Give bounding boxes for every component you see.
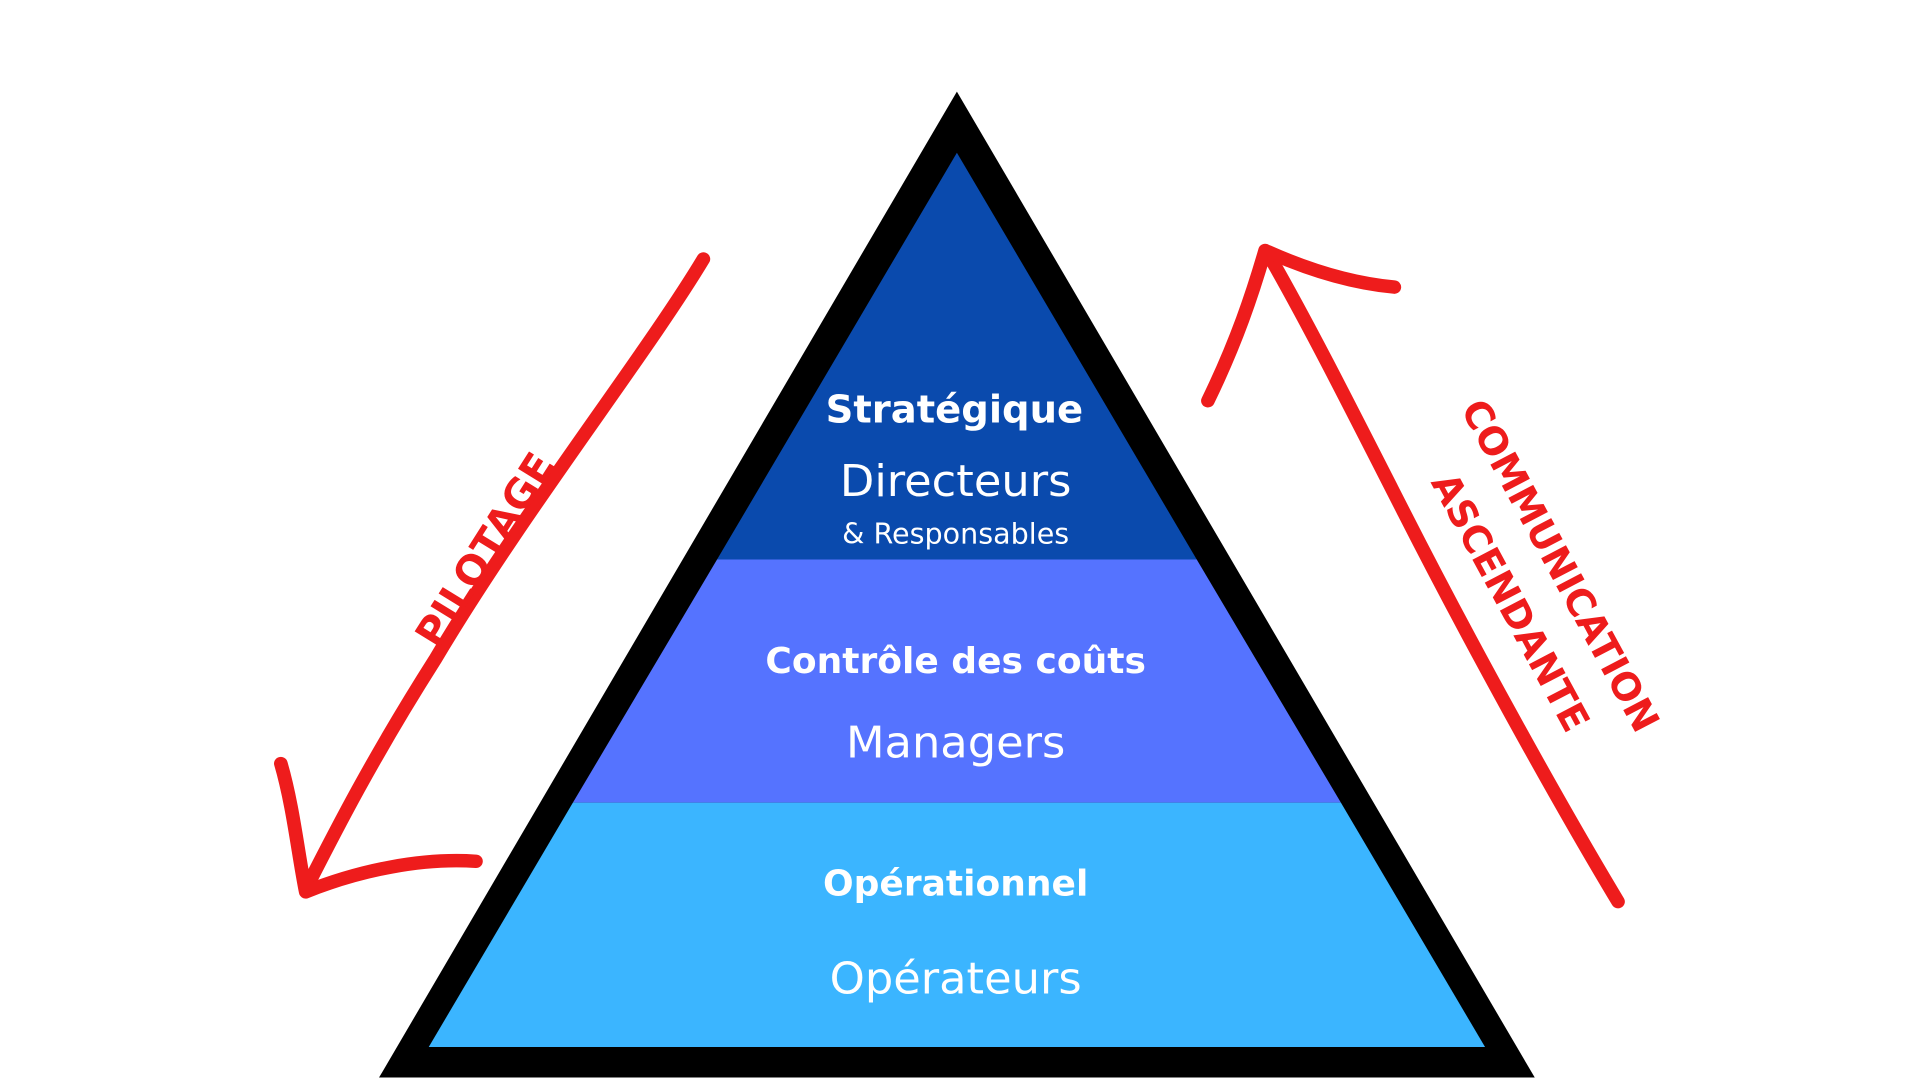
level-role: Directeurs [840, 456, 1072, 507]
level-title: Opérationnel [823, 864, 1088, 905]
level-role-extra: & Responsables [842, 518, 1069, 551]
up-arrow-icon [1201, 243, 1625, 909]
level-title: Stratégique [826, 389, 1084, 433]
level-cost-control-band [572, 559, 1341, 803]
level-title: Contrôle des coûts [765, 641, 1145, 682]
level-role: Managers [846, 718, 1065, 769]
down-arrow-icon [274, 252, 711, 899]
down-arrow-label: PILOTAGE [405, 444, 564, 655]
level-strategic-band [717, 152, 1197, 560]
level-operational-band [428, 802, 1486, 1048]
level-role: Opérateurs [830, 954, 1082, 1005]
